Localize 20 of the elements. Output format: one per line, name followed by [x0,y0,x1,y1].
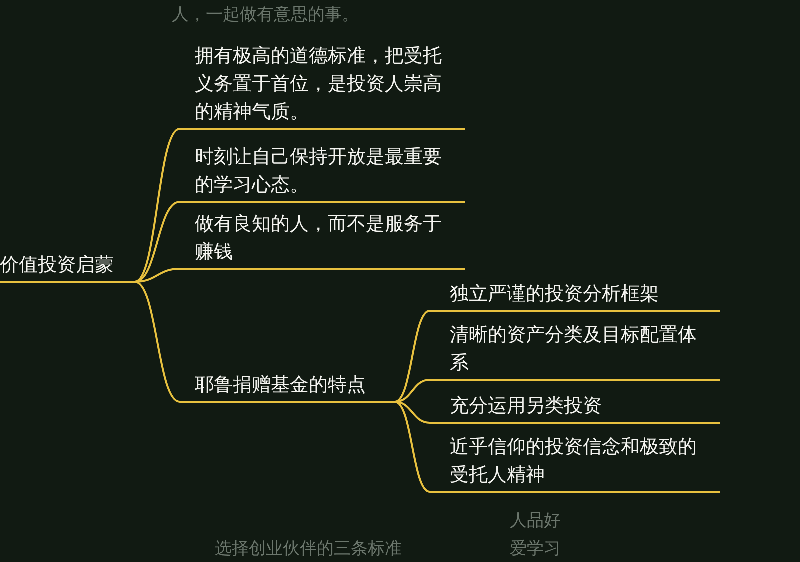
topic-node: 耶鲁捐赠基金的特点 [180,372,395,403]
topic-node: 清晰的资产分类及目标配置体系 [430,324,720,381]
topic-node: 拥有极高的道德标准，把受托义务置于首位，是投资人崇高的精神气质。 [180,38,465,130]
faded-topic-text: 人品好 [510,510,561,532]
connector-line [134,201,180,283]
faded-topic-text: 人，一起做有意思的事。 [172,4,359,26]
connector-line [134,128,180,283]
topic-node: 近乎信仰的投资信念和极致的受托人精神 [430,436,720,493]
topic-node: 充分运用另类投资 [430,396,720,424]
connector-line [394,401,430,493]
faded-topic-text: 爱学习 [510,538,561,560]
topic-node: 时刻让自己保持开放是最重要的学习心态。 [180,143,465,203]
connector-line [134,268,180,283]
topic-node: 独立严谨的投资分析框架 [430,284,720,312]
topic-node: 价值投资启蒙 [0,253,135,283]
topic-node: 做有良知的人，而不是服务于赚钱 [180,210,465,270]
faded-topic-text: 选择创业伙伴的三条标准 [215,538,402,560]
connector-line [134,281,180,403]
connector-line [394,401,430,424]
connector-line [394,310,430,403]
